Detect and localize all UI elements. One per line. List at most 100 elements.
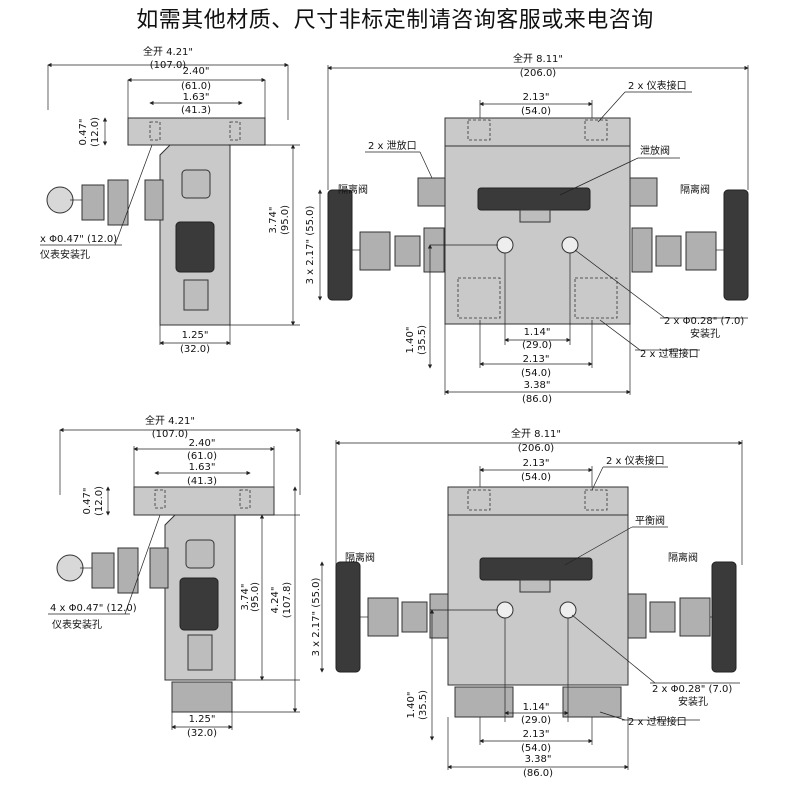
br-manifold-body [447, 514, 629, 686]
bl-w125-mm: (32.0) [187, 728, 217, 739]
bl-bottom-nut [171, 681, 233, 713]
top-right-front-view: 全开 8.11" (206.0) 2.13" (54.0) [305, 52, 749, 405]
br-top-flange [447, 486, 629, 516]
br-balance-valve: 平衡阀 [635, 514, 665, 527]
tl-w125: 1.25" [182, 330, 209, 341]
br-iso-valve-left [335, 561, 361, 673]
tr-vent-valve: 泄放阀 [640, 144, 670, 157]
bl-valve-handle [179, 577, 219, 631]
br-gauge-port: 2 x 仪表接口 [606, 454, 665, 467]
tr-w213b: 2.13" [523, 354, 550, 365]
bl-w240: 2.40" [189, 438, 216, 449]
br-iso-valve-right [711, 561, 737, 673]
tl-overall-width: 全开 4.21" [143, 45, 193, 58]
br-h140: 1.40" [406, 692, 417, 719]
tl-h047-mm: (12.0) [90, 117, 101, 147]
bl-hole-note: 4 x Φ0.47" (12.0) [50, 603, 137, 614]
tr-manifold-body [444, 145, 631, 325]
bl-h424-mm: (107.8) [282, 582, 293, 619]
tr-gauge-port: 2 x 仪表接口 [628, 79, 687, 92]
tl-valve-handle [175, 221, 215, 273]
br-w213b-mm: (54.0) [521, 743, 551, 754]
tl-w240-mm: (61.0) [181, 81, 211, 92]
br-overall-width: 全开 8.11" [511, 427, 561, 440]
bl-h424: 4.24" [270, 587, 281, 614]
bl-h374: 3.74" [240, 584, 251, 611]
tr-mount-hole: 2 x Φ0.28" (7.0) [664, 316, 744, 327]
tl-hole-note: x Φ0.47" (12.0) [40, 234, 117, 245]
br-w338-mm: (86.0) [523, 768, 553, 779]
br-w213b: 2.13" [523, 729, 550, 740]
tl-h047: 0.47" [78, 119, 89, 146]
tl-h374-mm: (95.0) [280, 205, 291, 235]
tr-h140-mm: (35.5) [417, 325, 428, 355]
br-w114-mm: (29.0) [521, 715, 551, 726]
tl-w240: 2.40" [183, 66, 210, 77]
br-iso-valve-left-label: 隔离阀 [345, 551, 375, 564]
bottom-left-side-view: 全开 4.21" (107.0) 2.40" (61.0) 1.63" (41.… [48, 414, 301, 739]
br-overall-width-mm: (206.0) [518, 443, 555, 454]
bl-overall-width: 全开 4.21" [145, 414, 195, 427]
br-process-nut-left [454, 686, 514, 718]
tr-vent-valve-handle [477, 187, 591, 211]
br-w213-mm: (54.0) [521, 472, 551, 483]
br-mount-hole-left [496, 601, 514, 619]
br-w213: 2.13" [523, 458, 550, 469]
br-w114: 1.14" [523, 702, 550, 713]
bl-gauge-ball [56, 554, 84, 582]
br-process-nut-right [562, 686, 622, 718]
tr-process-port: 2 x 过程接口 [640, 347, 699, 360]
bl-h047: 0.47" [82, 488, 93, 515]
bl-hole-label: 仪表安装孔 [52, 618, 102, 631]
br-h140-mm: (35.5) [418, 690, 429, 720]
bl-w163: 1.63" [189, 462, 216, 473]
tl-overall-width-mm: (107.0) [150, 60, 187, 71]
tr-h217: 3 x 2.17" (55.0) [305, 206, 316, 285]
br-mount-hole: 2 x Φ0.28" (7.0) [652, 684, 732, 695]
tr-mount-hole-left [496, 236, 514, 254]
bl-w163-mm: (41.3) [187, 476, 217, 487]
tl-h374: 3.74" [268, 207, 279, 234]
tr-w213-mm: (54.0) [521, 106, 551, 117]
tr-iso-valve-right [723, 189, 749, 301]
tr-iso-valve-right-label: 隔离阀 [680, 183, 710, 196]
bl-w125: 1.25" [189, 714, 216, 725]
bottom-right-front-view: 全开 8.11" (206.0) 2.13" (54.0) [311, 427, 743, 779]
tr-h140: 1.40" [405, 327, 416, 354]
tr-w213: 2.13" [523, 92, 550, 103]
bl-top-flange [133, 486, 275, 516]
tr-w213b-mm: (54.0) [521, 368, 551, 379]
br-process-port: 2 x 过程接口 [628, 715, 687, 728]
br-mount-hole-label: 安装孔 [678, 695, 708, 708]
bl-h374-mm: (95.0) [250, 582, 261, 612]
tr-mount-hole-label: 安装孔 [690, 327, 720, 340]
tr-w338: 3.38" [524, 380, 551, 391]
tr-overall-width: 全开 8.11" [513, 52, 563, 65]
tl-w125-mm: (32.0) [180, 344, 210, 355]
br-balance-valve-handle [479, 557, 593, 581]
tr-top-flange [444, 117, 631, 147]
br-iso-valve-right-label: 隔离阀 [668, 551, 698, 564]
br-h217: 3 x 2.17" (55.0) [311, 578, 322, 657]
br-w338: 3.38" [525, 754, 552, 765]
tr-w114-mm: (29.0) [522, 340, 552, 351]
br-mount-hole-right [559, 601, 577, 619]
bl-overall-width-mm: (107.0) [152, 429, 189, 440]
tl-gauge-ball [46, 186, 74, 214]
tr-iso-valve-left-label: 隔离阀 [338, 183, 368, 196]
tl-top-flange [127, 117, 266, 146]
bl-w240-mm: (61.0) [187, 451, 217, 462]
page-title: 如需其他材质、尺寸非标定制请咨询客服或来电咨询 [136, 8, 654, 33]
tr-w338-mm: (86.0) [522, 394, 552, 405]
top-left-side-view: 全开 4.21" (107.0) 2.40" (61.0) 1.63" (41.… [40, 45, 300, 355]
tl-w163-mm: (41.3) [181, 105, 211, 116]
tl-hole-label: 仪表安装孔 [40, 248, 90, 261]
tr-iso-valve-left [327, 189, 353, 301]
bl-h047-mm: (12.0) [94, 486, 105, 516]
tr-vent-port: 2 x 泄放口 [368, 139, 417, 152]
tl-w163: 1.63" [183, 92, 210, 103]
tr-w114: 1.14" [524, 327, 551, 338]
tr-overall-width-mm: (206.0) [520, 68, 557, 79]
